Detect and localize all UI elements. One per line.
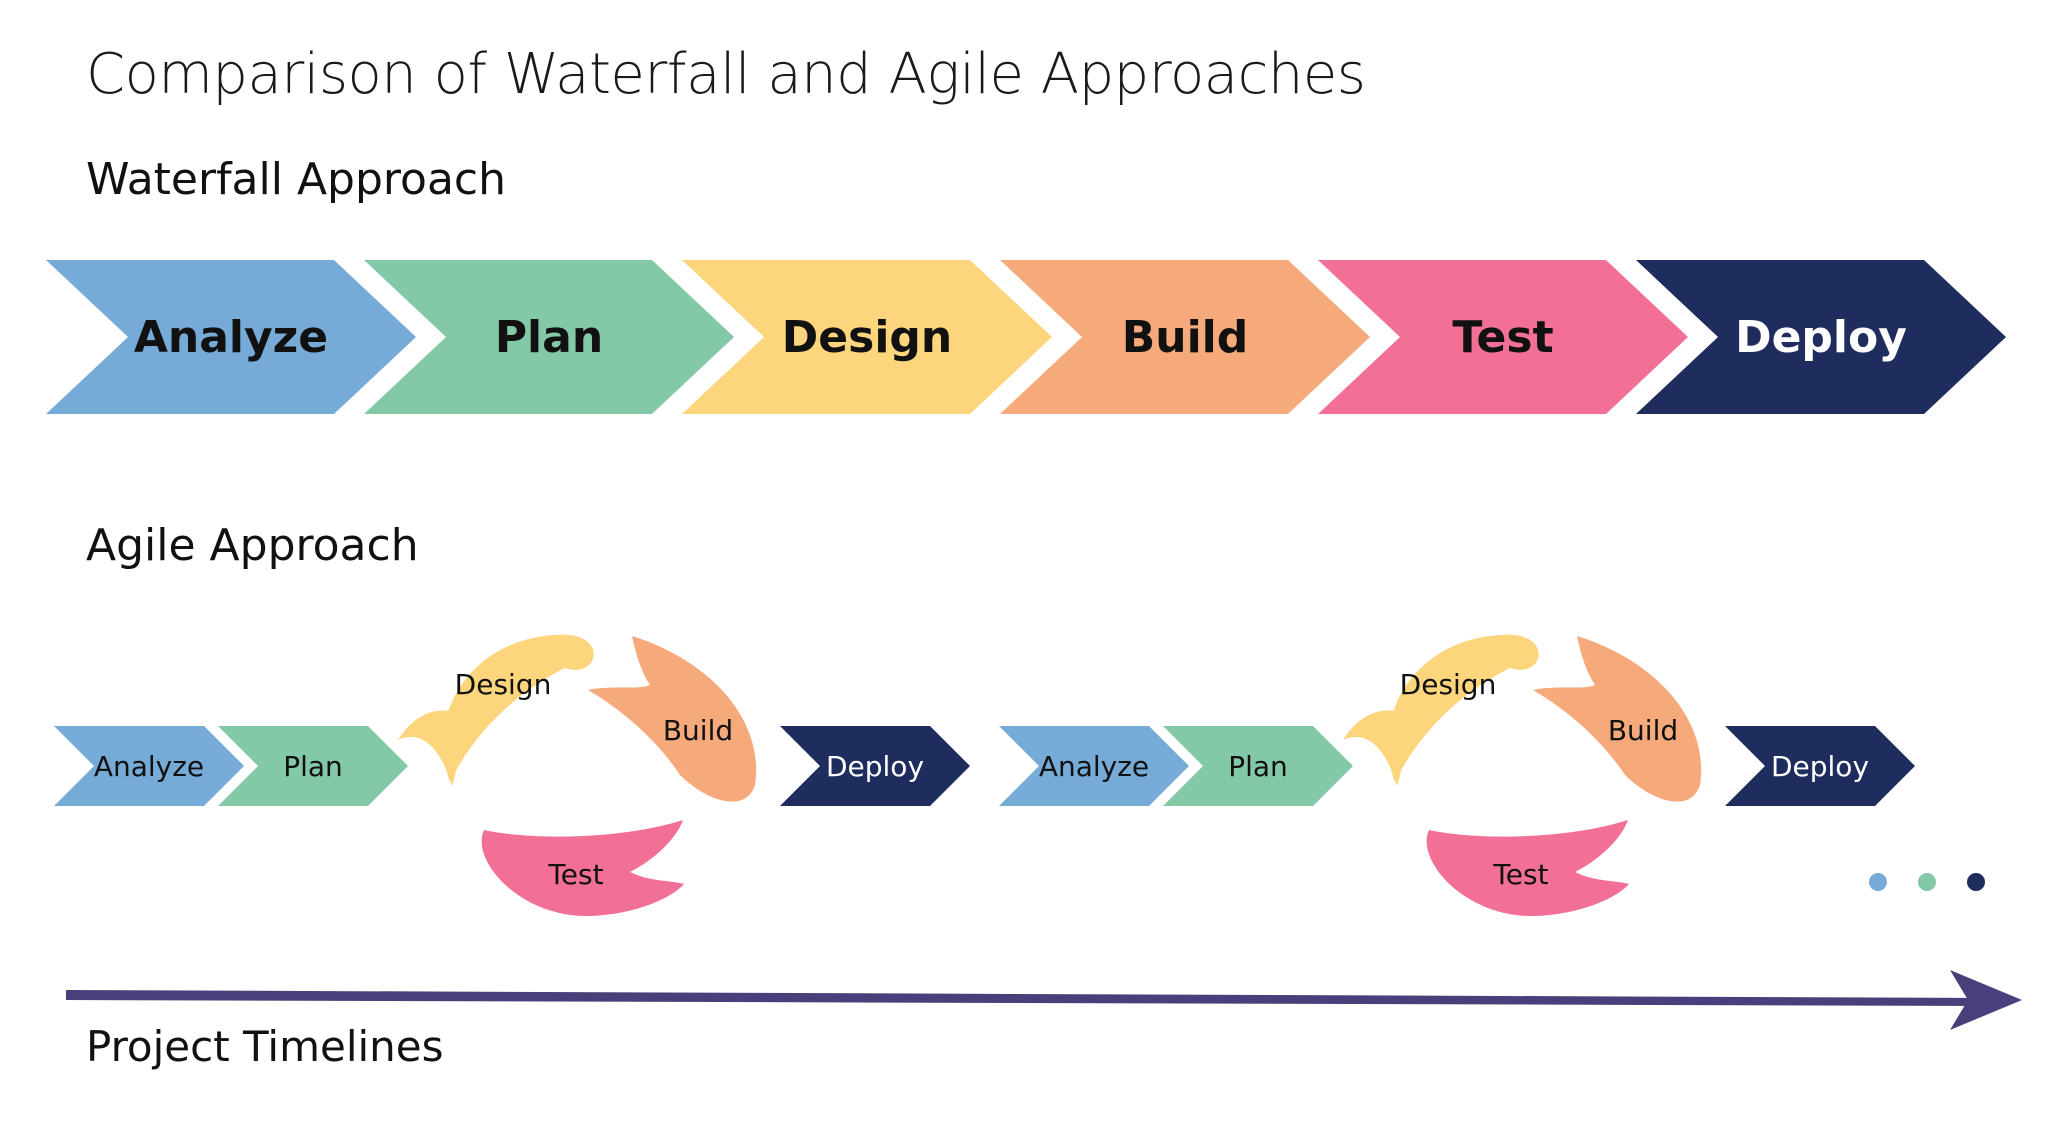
waterfall-stage-analyze: Analyze xyxy=(46,260,416,414)
agile-plan: Plan xyxy=(218,726,408,806)
agile-heading: Agile Approach xyxy=(86,520,419,571)
waterfall-stage-label: Build xyxy=(1122,312,1249,363)
agile-label: Analyze xyxy=(94,750,204,783)
timeline-label: Project Timelines xyxy=(86,1022,444,1071)
agile-build: Build xyxy=(588,636,757,802)
agile-plan: Plan xyxy=(1163,726,1353,806)
design-swoosh-tail xyxy=(398,710,470,786)
agile-deploy: Deploy xyxy=(1725,726,1915,806)
agile-chevron xyxy=(1163,726,1353,806)
agile-label: Analyze xyxy=(1039,750,1149,783)
agile-label: Build xyxy=(663,714,733,747)
agile-chevron xyxy=(54,726,244,806)
continuation-dot xyxy=(1869,873,1887,891)
agile-deploy: Deploy xyxy=(780,726,970,806)
waterfall-chevron xyxy=(1636,260,2006,414)
waterfall-stage-label: Plan xyxy=(495,312,603,363)
continuation-dot xyxy=(1967,873,1985,891)
waterfall-stage-label: Analyze xyxy=(134,312,328,363)
agile-chevron xyxy=(218,726,408,806)
timeline-shaft xyxy=(66,990,1990,1006)
agile-label: Deploy xyxy=(1771,750,1869,783)
page-title: Comparison of Waterfall and Agile Approa… xyxy=(86,42,1366,107)
waterfall-chevron xyxy=(682,260,1052,414)
waterfall-stage-label: Deploy xyxy=(1735,312,1907,363)
agile-analyze: Analyze xyxy=(999,726,1189,806)
agile-label: Plan xyxy=(1228,750,1288,783)
waterfall-stage-test: Test xyxy=(1318,260,1688,414)
agile-label: Test xyxy=(547,858,603,891)
waterfall-stage-label: Design xyxy=(782,312,952,363)
agile-chevron xyxy=(1725,726,1915,806)
agile-design: Design xyxy=(398,634,594,786)
build-swoosh xyxy=(1533,636,1702,802)
design-swoosh xyxy=(443,634,594,782)
waterfall-chevron xyxy=(1000,260,1370,414)
agile-label: Design xyxy=(455,668,552,701)
build-swoosh xyxy=(588,636,757,802)
test-swoosh xyxy=(481,820,684,917)
waterfall-stage-build: Build xyxy=(1000,260,1370,414)
waterfall-stage-label: Test xyxy=(1452,312,1553,363)
agile-chevron xyxy=(780,726,970,806)
agile-build: Build xyxy=(1533,636,1702,802)
waterfall-stage-plan: Plan xyxy=(364,260,734,414)
agile-label: Plan xyxy=(283,750,343,783)
waterfall-heading: Waterfall Approach xyxy=(86,154,506,205)
agile-label: Test xyxy=(1492,858,1548,891)
waterfall-stage-design: Design xyxy=(682,260,1052,414)
waterfall-chevron xyxy=(1318,260,1688,414)
waterfall-chevron xyxy=(364,260,734,414)
agile-design: Design xyxy=(1343,634,1539,786)
agile-chevron xyxy=(999,726,1189,806)
agile-test: Test xyxy=(1426,820,1629,917)
timeline-arrowhead xyxy=(1950,970,2022,1030)
agile-label: Deploy xyxy=(826,750,924,783)
agile-label: Design xyxy=(1400,668,1497,701)
waterfall-chevron xyxy=(46,260,416,414)
agile-label: Build xyxy=(1608,714,1678,747)
waterfall-flow: Analyze Plan Design Build Test Deploy xyxy=(46,260,2006,414)
waterfall-stage-deploy: Deploy xyxy=(1636,260,2006,414)
timeline-arrow xyxy=(66,970,2022,1030)
agile-test: Test xyxy=(481,820,684,917)
agile-analyze: Analyze xyxy=(54,726,244,806)
continuation-dot xyxy=(1918,873,1936,891)
test-swoosh xyxy=(1426,820,1629,917)
design-swoosh-tail xyxy=(1343,710,1415,786)
design-swoosh xyxy=(1388,634,1539,782)
